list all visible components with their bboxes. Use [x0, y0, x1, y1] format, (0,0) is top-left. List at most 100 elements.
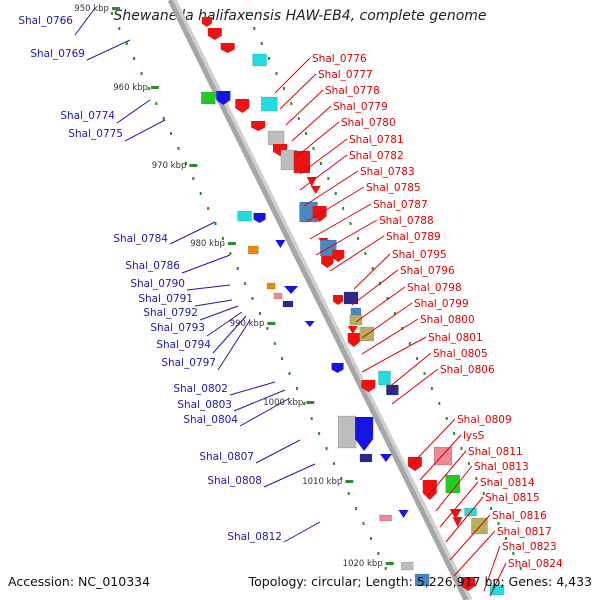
gene-label-shal-0779: Shal_0779: [333, 101, 388, 113]
label-leader: [435, 465, 473, 512]
gene-label-shal-0796: Shal_0796: [400, 265, 455, 277]
ruler-tick-mark: [306, 401, 315, 404]
label-leader: [315, 219, 378, 256]
track-dot-right: [504, 537, 507, 540]
track-dot-left: [192, 177, 195, 180]
track-dot-left: [236, 267, 239, 270]
gene-label-shal-0804: Shal_0804: [183, 414, 238, 426]
gene-label-shal-0790: Shal_0790: [130, 278, 185, 290]
label-leader: [212, 315, 247, 354]
label-leader: [295, 121, 340, 158]
track-dot-right: [282, 87, 285, 90]
gene-arrow: [461, 577, 476, 591]
gene-arrow: [310, 186, 321, 194]
track-dot-right: [519, 567, 522, 570]
gene-label-shal-0824: Shal_0824: [508, 558, 563, 570]
gene-label-shal-0774: Shal_0774: [60, 110, 115, 122]
track-dot-left: [310, 417, 313, 420]
gene-arrow: [275, 240, 286, 248]
label-leader: [355, 286, 406, 323]
label-leader: [169, 221, 216, 245]
track-dot-right: [408, 342, 411, 345]
track-dot-right: [416, 357, 419, 360]
gene-box: [237, 210, 252, 222]
track-dot-right: [342, 207, 345, 210]
track-dot-left: [384, 567, 387, 570]
gene-label-shal-0813: Shal_0813: [474, 461, 529, 473]
gene-box: [343, 291, 359, 305]
gene-label-shal-0789: Shal_0789: [386, 231, 441, 243]
ruler-tick-mark: [150, 86, 159, 89]
ruler-tick-mark: [345, 480, 354, 483]
gene-box: [489, 584, 505, 596]
track-dot-right: [275, 72, 278, 75]
track-dot-right: [356, 237, 359, 240]
gene-box: [282, 300, 294, 308]
label-leader: [439, 481, 479, 528]
gene-label-shal-0812: Shal_0812: [227, 531, 282, 543]
ruler-tick-label: 970 kbp: [152, 161, 187, 171]
gene-box: [349, 314, 363, 326]
track-dot-left: [140, 72, 143, 75]
gene-arrow: [216, 91, 231, 105]
label-leader: [445, 496, 484, 543]
gene-label-shal-0776: Shal_0776: [312, 53, 367, 65]
label-leader: [483, 545, 501, 592]
gene-label-shal-0780: Shal_0780: [341, 117, 396, 129]
track-dot-left: [170, 132, 173, 135]
track-dot-right: [297, 117, 300, 120]
track-dot-left: [332, 462, 335, 465]
gene-label-shal-0793: Shal_0793: [150, 322, 205, 334]
gene-label-shal-0766: Shal_0766: [18, 15, 73, 27]
gene-label-shal-0805: Shal_0805: [433, 348, 488, 360]
track-dot-left: [155, 102, 158, 105]
track-dot-right: [430, 387, 433, 390]
track-dot-right: [490, 507, 493, 510]
accession-text: Accession: NC_010334: [8, 574, 151, 589]
ruler-tick-label: 1010 kbp: [302, 477, 342, 487]
gene-arrow: [347, 326, 358, 334]
track-dot-left: [266, 327, 269, 330]
track-dot-right: [460, 447, 463, 450]
gene-arrow: [452, 517, 463, 527]
gene-arrow: [235, 99, 250, 113]
label-leader: [74, 7, 96, 36]
gene-arrow: [422, 480, 437, 500]
label-leader: [303, 170, 359, 207]
label-leader: [263, 463, 316, 488]
gene-label-shal-0801: Shal_0801: [428, 332, 483, 344]
label-leader: [391, 368, 439, 405]
gene-box: [267, 130, 285, 146]
label-leader: [351, 269, 399, 306]
gene-arrow: [407, 457, 422, 471]
track-dot-left: [355, 507, 358, 510]
gene-label-shal-0786: Shal_0786: [125, 260, 180, 272]
gene-arrow: [220, 43, 235, 53]
gene-label-shal-0797: Shal_0797: [161, 357, 216, 369]
track-dot-right: [467, 462, 470, 465]
gene-box: [293, 150, 311, 174]
gene-label-shal-0784: Shal_0784: [113, 233, 168, 245]
gene-arrow: [201, 17, 212, 27]
track-dot-left: [251, 297, 254, 300]
label-leader: [489, 562, 507, 597]
track-dot-left: [110, 12, 113, 15]
track-dot-right: [364, 252, 367, 255]
gene-box: [378, 370, 391, 386]
gene-arrow: [251, 121, 266, 131]
gene-label-shal-0778: Shal_0778: [325, 85, 380, 97]
label-leaders: [74, 7, 507, 597]
track-dot-right: [371, 267, 374, 270]
gene-box: [266, 282, 276, 290]
track-dot-left: [318, 432, 321, 435]
gene-label-shal-0802: Shal_0802: [173, 383, 228, 395]
track-dot-left: [347, 492, 350, 495]
gene-box: [445, 474, 461, 494]
label-leader: [419, 434, 462, 481]
track-dot-left: [162, 117, 165, 120]
label-leader: [453, 530, 496, 577]
gene-label-shal-0792: Shal_0792: [143, 307, 198, 319]
label-leader: [411, 418, 456, 465]
gene-label-shal-0808: Shal_0808: [207, 475, 262, 487]
label-leader: [186, 284, 231, 291]
